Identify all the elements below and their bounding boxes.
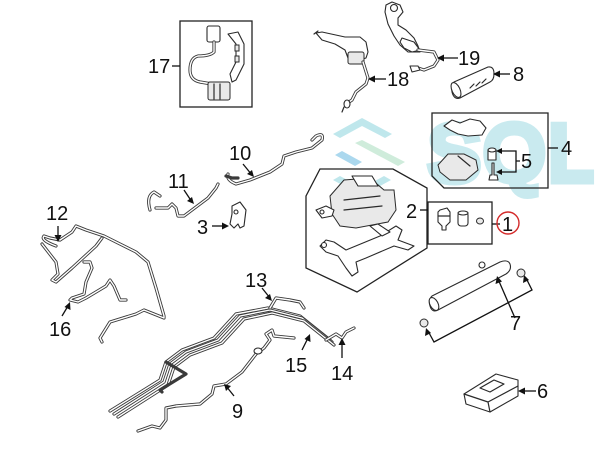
arrow-3 — [222, 222, 229, 230]
part-19-level-sensor — [384, 1, 440, 73]
highlight-circle-1 — [496, 211, 520, 235]
arrow-5b — [496, 169, 502, 175]
callout-5: 5 — [521, 151, 532, 173]
callout-8: 8 — [513, 64, 524, 86]
arrow-16 — [64, 302, 71, 310]
watermark-bar-green — [355, 140, 405, 166]
part-14-air-line — [324, 326, 356, 342]
callout-12: 12 — [46, 203, 68, 225]
part-17-wiring-harness — [179, 20, 253, 108]
callout-13: 13 — [245, 270, 267, 292]
part-7-reservoir — [419, 260, 526, 328]
arrow-14 — [338, 338, 346, 345]
arrow-6 — [518, 387, 525, 395]
arrow-8 — [493, 70, 500, 78]
arrow-7c — [425, 328, 431, 336]
callout-11: 11 — [168, 171, 189, 193]
leader-5 — [498, 150, 520, 173]
arrow-5a — [496, 148, 502, 154]
arrow-7b — [523, 275, 529, 283]
callout-9: 9 — [232, 401, 243, 423]
arrow-11 — [187, 197, 194, 204]
arrow-19 — [437, 54, 444, 62]
callout-16: 16 — [49, 319, 71, 341]
callout-15: 15 — [285, 355, 307, 377]
callout-10: 10 — [229, 143, 251, 165]
part-6-control-module — [463, 373, 519, 413]
part-18-level-sensor — [313, 30, 370, 113]
arrow-12 — [54, 235, 62, 242]
part-12-air-line — [40, 224, 166, 344]
part-4-valve-block — [431, 112, 549, 189]
group-box-17 — [179, 20, 253, 108]
callout-1[interactable]: 1 — [502, 214, 513, 236]
part-9-air-line — [136, 328, 296, 433]
arrow-15 — [304, 334, 311, 342]
part-8-accumulator — [450, 66, 495, 99]
arrow-9 — [224, 384, 231, 391]
callout-17: 17 — [148, 56, 170, 78]
callout-6: 6 — [537, 381, 548, 403]
part-2-fittings — [427, 201, 493, 245]
part-13-air-line-bundle — [108, 296, 336, 419]
leader-7-bracket — [427, 277, 533, 343]
part-10-air-line — [224, 133, 324, 186]
callout-4: 4 — [561, 138, 572, 160]
watermark-chevron — [333, 118, 392, 138]
callout-7: 7 — [510, 313, 521, 335]
callout-3: 3 — [197, 217, 208, 239]
group-box-compressor — [305, 168, 428, 293]
group-box-2 — [427, 201, 493, 245]
callout-2: 2 — [406, 201, 417, 223]
arrow-18 — [368, 75, 375, 83]
arrow-13 — [265, 294, 272, 301]
part-3-bracket — [229, 201, 247, 229]
callout-18: 18 — [387, 69, 409, 91]
group-box-4 — [431, 112, 549, 189]
callout-19: 19 — [458, 48, 480, 70]
callout-14: 14 — [331, 363, 353, 385]
arrow-10 — [247, 170, 254, 177]
part-compressor-assembly — [305, 168, 428, 293]
leader-7 — [497, 278, 516, 319]
part-11-air-line — [147, 182, 220, 218]
arrow-7 — [495, 276, 502, 284]
watermark-bar-blue — [335, 151, 362, 166]
part-16-air-line — [68, 260, 128, 304]
